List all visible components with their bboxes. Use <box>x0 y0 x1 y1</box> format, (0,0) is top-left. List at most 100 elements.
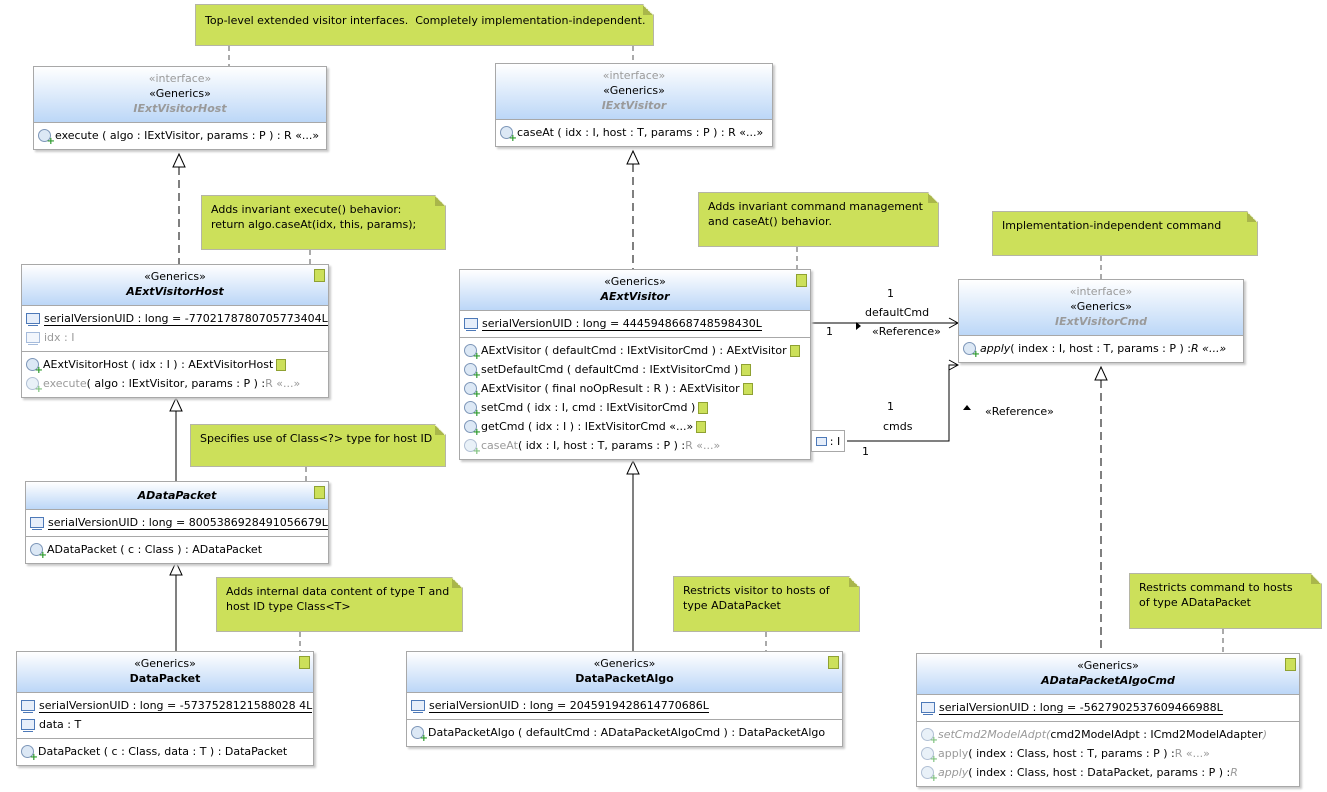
note-implementation-independent: Implementation-independent command <box>992 211 1258 256</box>
class-aextvisitorhost[interactable]: «Generics» AExtVisitorHost serialVersion… <box>21 264 329 398</box>
method-row[interactable]: execute ( algo : IExtVisitor, params : P… <box>38 126 322 147</box>
class-adatapacketalgocmd[interactable]: «Generics» ADataPacketAlgoCmd serialVers… <box>916 653 1300 787</box>
class-datapacket[interactable]: «Generics» DataPacket serialVersionUID :… <box>16 651 314 766</box>
method-row[interactable]: AExtVisitorHost ( idx : I ) : AExtVisito… <box>26 355 324 376</box>
field-row[interactable]: serialVersionUID : long = 20459194286147… <box>411 696 838 715</box>
method-icon <box>963 342 980 360</box>
method-icon <box>500 126 517 144</box>
method-icon <box>464 363 481 381</box>
method-row[interactable]: setCmd ( idx : I, cmd : IExtVisitorCmd ) <box>464 398 806 419</box>
class-aextvisitor[interactable]: «Generics» AExtVisitor serialVersionUID … <box>459 269 811 460</box>
class-name: AExtVisitor <box>600 290 670 303</box>
note-icon <box>299 656 310 669</box>
qualifier-box[interactable]: : I <box>811 430 845 452</box>
stereotype-generics: «Generics» <box>604 275 666 288</box>
method-row[interactable]: apply ( index : I, host : T, params : P … <box>963 339 1239 360</box>
method-row[interactable]: caseAt ( idx : I, host : T, params : P )… <box>500 123 768 144</box>
cmds-stereotype: «Reference» <box>985 405 1054 418</box>
note-restrict-visitor: Restricts visitor to hosts of type AData… <box>673 576 860 632</box>
field-icon <box>21 700 35 713</box>
note-icon <box>314 269 325 282</box>
stereotype-interface: «interface» <box>602 69 666 82</box>
stereotype-interface: «interface» <box>1069 285 1133 298</box>
class-iextvisitorcmd[interactable]: «interface» «Generics» IExtVisitorCmd ap… <box>958 279 1244 363</box>
field-icon <box>21 719 35 732</box>
field-row[interactable]: data : T <box>21 715 309 734</box>
method-row[interactable]: setCmd2ModelAdpt ( cmd2ModelAdpt : ICmd2… <box>921 725 1295 746</box>
method-row[interactable]: AExtVisitor ( defaultCmd : IExtVisitorCm… <box>464 341 806 362</box>
defaultcmd-multiplicity-source: 1 <box>826 325 833 338</box>
field-row[interactable]: serialVersionUID : long = 80053869284910… <box>30 513 328 532</box>
cmds-multiplicity-target: 1 <box>887 400 894 413</box>
stereotype-generics: «Generics» <box>1070 300 1132 313</box>
method-icon <box>464 439 481 457</box>
field-icon <box>411 700 425 713</box>
doc-icon <box>742 382 753 395</box>
field-row[interactable]: serialVersionUID : long = -5737528121588… <box>21 696 313 715</box>
note-execute-behavior: Adds invariant execute() behavior: retur… <box>201 195 446 250</box>
method-row[interactable]: DataPacket ( c : Class, data : T ) : Dat… <box>21 742 309 763</box>
stereotype-generics: «Generics» <box>603 84 665 97</box>
note-restrict-command: Restricts command to hosts of type AData… <box>1129 573 1322 629</box>
note-icon <box>828 656 839 669</box>
method-icon <box>921 766 938 784</box>
class-name: IExtVisitorHost <box>133 102 227 115</box>
field-row[interactable]: serialVersionUID : long = -7702178780705… <box>26 309 328 328</box>
class-name: AExtVisitorHost <box>126 285 224 298</box>
method-icon <box>38 129 55 147</box>
method-row[interactable]: ADataPacket ( c : Class ) : ADataPacket <box>30 540 324 561</box>
method-icon <box>464 344 481 362</box>
stereotype-generics: «Generics» <box>144 270 206 283</box>
method-row[interactable]: execute ( algo : IExtVisitor, params : P… <box>26 374 324 395</box>
note-top-level: Top-level extended visitor interfaces. C… <box>195 4 654 46</box>
method-icon <box>26 377 43 395</box>
method-row[interactable]: getCmd ( idx : I ) : IExtVisitorCmd «...… <box>464 417 806 438</box>
field-row[interactable]: serialVersionUID : long = -5627902537609… <box>921 698 1295 717</box>
note-command-management: Adds invariant command management and ca… <box>698 192 939 247</box>
field-icon <box>464 318 478 331</box>
stereotype-generics: «Generics» <box>134 657 196 670</box>
defaultcmd-stereotype: «Reference» <box>872 325 941 338</box>
field-icon <box>26 313 40 326</box>
method-icon <box>921 728 938 746</box>
method-icon <box>411 726 428 744</box>
stereotype-generics: «Generics» <box>593 657 656 670</box>
field-icon <box>26 332 40 345</box>
method-icon <box>464 382 481 400</box>
doc-icon <box>276 358 287 371</box>
method-icon <box>26 358 43 376</box>
method-icon <box>30 543 47 561</box>
method-row[interactable]: setDefaultCmd ( defaultCmd : IExtVisitor… <box>464 360 806 381</box>
defaultcmd-multiplicity-target: 1 <box>887 287 894 300</box>
stereotype-interface: «interface» <box>148 72 212 85</box>
note-data-content: Adds internal data content of type T and… <box>216 577 463 632</box>
stereotype-generics: «Generics» <box>1077 659 1139 672</box>
method-icon <box>464 420 481 438</box>
cmds-role: cmds <box>883 420 913 433</box>
class-adatapacket[interactable]: ADataPacket serialVersionUID : long = 80… <box>25 481 329 564</box>
doc-icon <box>698 401 709 414</box>
method-row[interactable]: AExtVisitor ( final noOpResult : R ) : A… <box>464 379 806 400</box>
defaultcmd-role: defaultCmd <box>865 306 930 319</box>
qualifier-label: : I <box>829 434 841 448</box>
field-icon <box>30 517 44 530</box>
cmds-multiplicity-source: 1 <box>862 445 869 458</box>
doc-icon <box>741 363 752 376</box>
doc-icon <box>696 420 707 433</box>
qualifier-icon <box>815 436 827 446</box>
class-datapacketalgo[interactable]: «Generics» DataPacketAlgo serialVersionU… <box>406 651 843 747</box>
field-icon <box>921 702 935 715</box>
method-row[interactable]: caseAt ( idx : I, host : T, params : P )… <box>464 436 806 457</box>
note-class-type: Specifies use of Class<?> type for host … <box>190 424 446 467</box>
method-row[interactable]: apply ( index : Class, host : DataPacket… <box>921 763 1295 784</box>
method-row[interactable]: apply ( index : Class, host : T, params … <box>921 744 1295 765</box>
field-row[interactable]: idx : I <box>26 328 324 347</box>
class-name: ADataPacketAlgoCmd <box>1041 674 1175 687</box>
class-name: IExtVisitorCmd <box>1054 315 1148 328</box>
method-row[interactable]: DataPacketAlgo ( defaultCmd : ADataPacke… <box>411 723 838 744</box>
class-iextvisitorhost[interactable]: «interface» «Generics» IExtVisitorHost e… <box>33 66 327 150</box>
class-iextvisitor[interactable]: «interface» «Generics» IExtVisitor caseA… <box>495 63 773 147</box>
field-row[interactable]: serialVersionUID : long = 44459486687485… <box>464 314 806 333</box>
note-icon <box>1285 658 1296 671</box>
